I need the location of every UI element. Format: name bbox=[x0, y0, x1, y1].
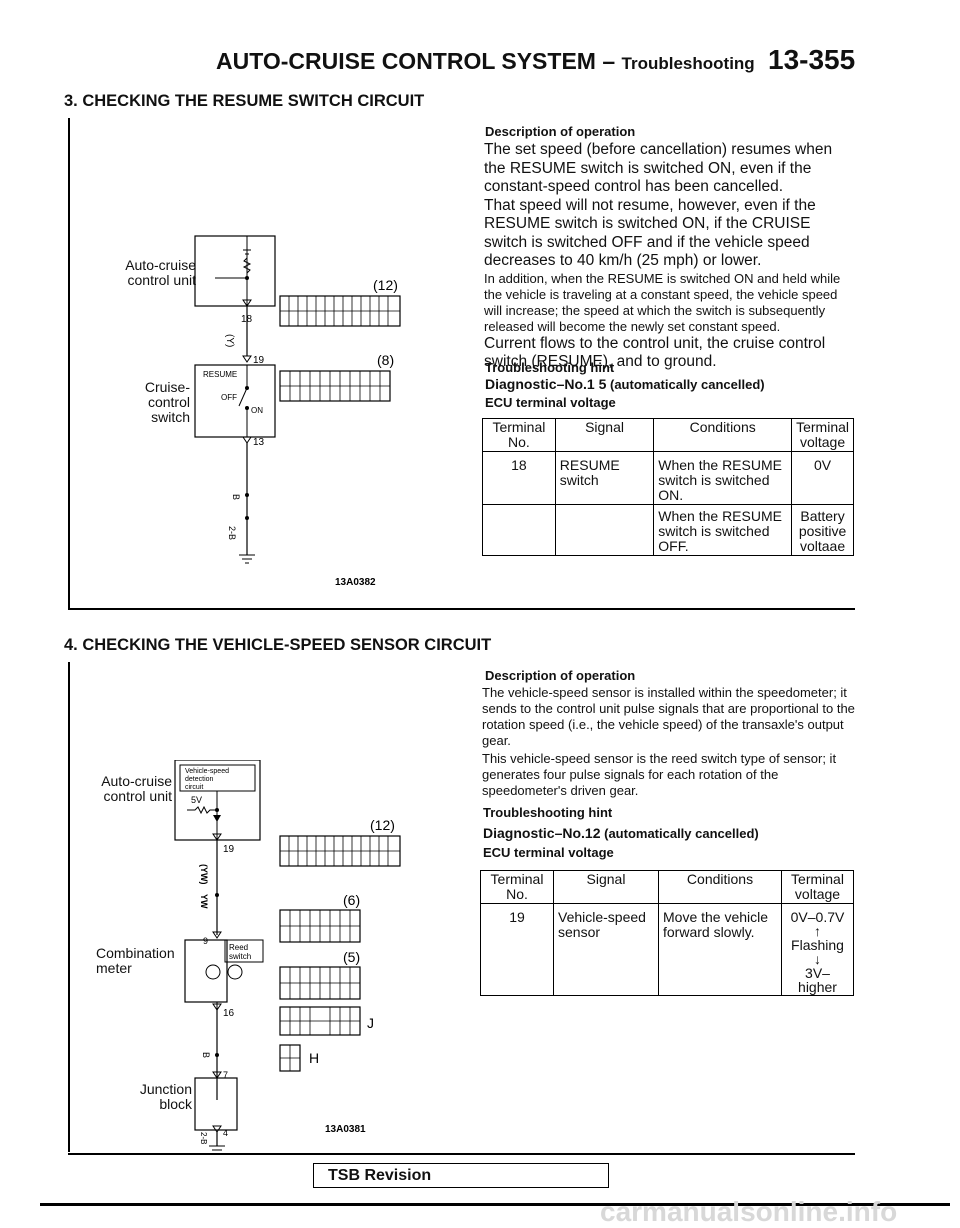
connector-12-label: (12) bbox=[370, 817, 395, 833]
tsb-revision-box: TSB Revision bbox=[313, 1163, 609, 1188]
section3-heading: 3. CHECKING THE RESUME SWITCH CIRCUIT bbox=[64, 92, 425, 110]
section3-wiring-diagram: 18 (Y) 19 RESUME OFF ON 13 B 2-B (12) (8… bbox=[194, 235, 401, 588]
diagram-code: 13A0382 bbox=[335, 577, 376, 588]
svg-text:detection: detection bbox=[185, 776, 214, 783]
diagram-code: 13A0381 bbox=[325, 1124, 366, 1135]
table-row: 18 RESUME switch When the RESUME switch … bbox=[482, 451, 854, 505]
svg-text:4: 4 bbox=[223, 1128, 228, 1138]
s3-desc-p4: Current flows to the control unit, the c… bbox=[484, 334, 826, 371]
s3-ecu-table: Terminal No. Signal Conditions Terminal … bbox=[482, 418, 854, 556]
s4-col-terminal: Terminal No. bbox=[490, 871, 544, 902]
s4-ecu-title: ECU terminal voltage bbox=[483, 845, 614, 860]
s4-description: The vehicle-speed sensor is installed wi… bbox=[482, 685, 856, 799]
s3-unit-label: Auto-cruise control unit bbox=[125, 257, 196, 288]
reed-icon bbox=[205, 964, 221, 980]
s3-diagnostic: Diagnostic–No.1 5 (automatically cancell… bbox=[485, 376, 765, 392]
footer-rule bbox=[40, 1203, 950, 1206]
s4-hint-title: Troubleshooting hint bbox=[483, 805, 613, 820]
s3-desc-p1: The set speed (before cancellation) resu… bbox=[484, 141, 833, 195]
control-unit-box bbox=[194, 235, 276, 307]
s4-meter-label: Combination meter bbox=[96, 945, 175, 976]
table-row: 19 Vehicle-speed sensor Move the vehicle… bbox=[481, 903, 854, 996]
section4-wiring-diagram: Vehicle-speed detection circuit 5V 19 (Y… bbox=[174, 760, 401, 1155]
s4-ecu-table: Terminal No. Signal Conditions Terminal … bbox=[480, 870, 854, 996]
svg-text:16: 16 bbox=[223, 1008, 235, 1019]
s3-desc-p3: In addition, when the RESUME is switched… bbox=[484, 270, 841, 334]
section3-left-rule bbox=[68, 118, 70, 608]
resume-label: RESUME bbox=[203, 370, 237, 379]
s3-col-signal: Signal bbox=[554, 418, 654, 452]
s4-diagnostic: Diagnostic–No.12 (automatically cancelle… bbox=[483, 825, 759, 841]
section4-bottom-rule bbox=[68, 1153, 855, 1155]
connector-6-label: (6) bbox=[343, 892, 360, 908]
connector-5-label: (5) bbox=[343, 949, 360, 965]
wire-yw2-label: YW bbox=[199, 894, 209, 909]
table-row: When the RESUME switch is switched OFF. … bbox=[483, 504, 854, 556]
s3-description: The set speed (before cancellation) resu… bbox=[484, 141, 856, 372]
s3-col-voltage: Terminal voltage bbox=[791, 418, 854, 452]
s3-desc-p2: That speed will not resume, however, eve… bbox=[484, 196, 816, 270]
svg-text:B: B bbox=[201, 1052, 211, 1058]
svg-text:switch: switch bbox=[229, 952, 251, 961]
s3-switch-label: Cruise- control switch bbox=[144, 379, 190, 425]
pin19-label: 19 bbox=[223, 844, 235, 855]
reed-switch-box bbox=[224, 939, 264, 963]
s4-desc-p2: This vehicle-speed sensor is the reed sw… bbox=[482, 751, 837, 798]
connector-j-label: J bbox=[367, 1015, 374, 1031]
junction-block-box bbox=[194, 1077, 238, 1131]
wire-b-label: B bbox=[231, 494, 241, 500]
pin19-label: 19 bbox=[253, 355, 265, 366]
page-number: 13-355 bbox=[768, 44, 856, 75]
s3-col-conditions: Conditions bbox=[653, 418, 792, 452]
page-header: AUTO-CRUISE CONTROL SYSTEM – Troubleshoo… bbox=[216, 48, 755, 75]
connector-h-label: H bbox=[309, 1050, 319, 1066]
s4-junction-label: Junction block bbox=[139, 1081, 192, 1112]
watermark: carmanualsonline.info bbox=[600, 1196, 898, 1227]
header-title: AUTO-CRUISE CONTROL SYSTEM bbox=[216, 48, 596, 74]
section4-left-rule bbox=[68, 662, 70, 1152]
wire-yw-label: (YW) bbox=[199, 864, 209, 885]
s4-col-voltage: Terminal voltage bbox=[781, 870, 854, 904]
combination-meter-box bbox=[184, 939, 228, 1003]
header-subtitle: Troubleshooting bbox=[621, 54, 755, 73]
svg-text:Reed: Reed bbox=[229, 943, 248, 952]
svg-text:circuit: circuit bbox=[185, 784, 203, 791]
svg-text:9: 9 bbox=[203, 936, 208, 946]
s3-hint-title: Troubleshooting hint bbox=[485, 360, 615, 375]
s3-ecu-title: ECU terminal voltage bbox=[485, 395, 616, 410]
s3-description-title: Description of operation bbox=[485, 124, 636, 139]
cruise-switch-box bbox=[194, 364, 276, 438]
off-label: OFF bbox=[221, 393, 237, 402]
wire-2b-label: 2-B bbox=[227, 526, 237, 540]
5v-label: 5V bbox=[191, 795, 202, 805]
magnet-icon bbox=[227, 964, 243, 980]
connector-12-label: (12) bbox=[373, 277, 398, 293]
s4-col-signal: Signal bbox=[553, 870, 659, 904]
s3-col-terminal: Terminal No. bbox=[492, 419, 546, 450]
s4-col-conditions: Conditions bbox=[658, 870, 782, 904]
svg-text:7: 7 bbox=[223, 1070, 228, 1080]
svg-text:2-B: 2-B bbox=[199, 1132, 208, 1144]
section3-bottom-rule bbox=[68, 608, 855, 610]
s4-desc-p1: The vehicle-speed sensor is installed wi… bbox=[482, 685, 855, 748]
on-label: ON bbox=[251, 406, 263, 415]
wire-y-label: (Y) bbox=[224, 334, 235, 347]
connector-8-label: (8) bbox=[377, 352, 394, 368]
s4-unit-label: Auto-cruise control unit bbox=[101, 773, 172, 804]
section4-heading: 4. CHECKING THE VEHICLE-SPEED SENSOR CIR… bbox=[64, 636, 492, 654]
pin13-label: 13 bbox=[253, 437, 265, 448]
header-dash: – bbox=[602, 48, 616, 74]
svg-text:Vehicle-speed: Vehicle-speed bbox=[185, 768, 229, 775]
s4-description-title: Description of operation bbox=[485, 668, 636, 683]
